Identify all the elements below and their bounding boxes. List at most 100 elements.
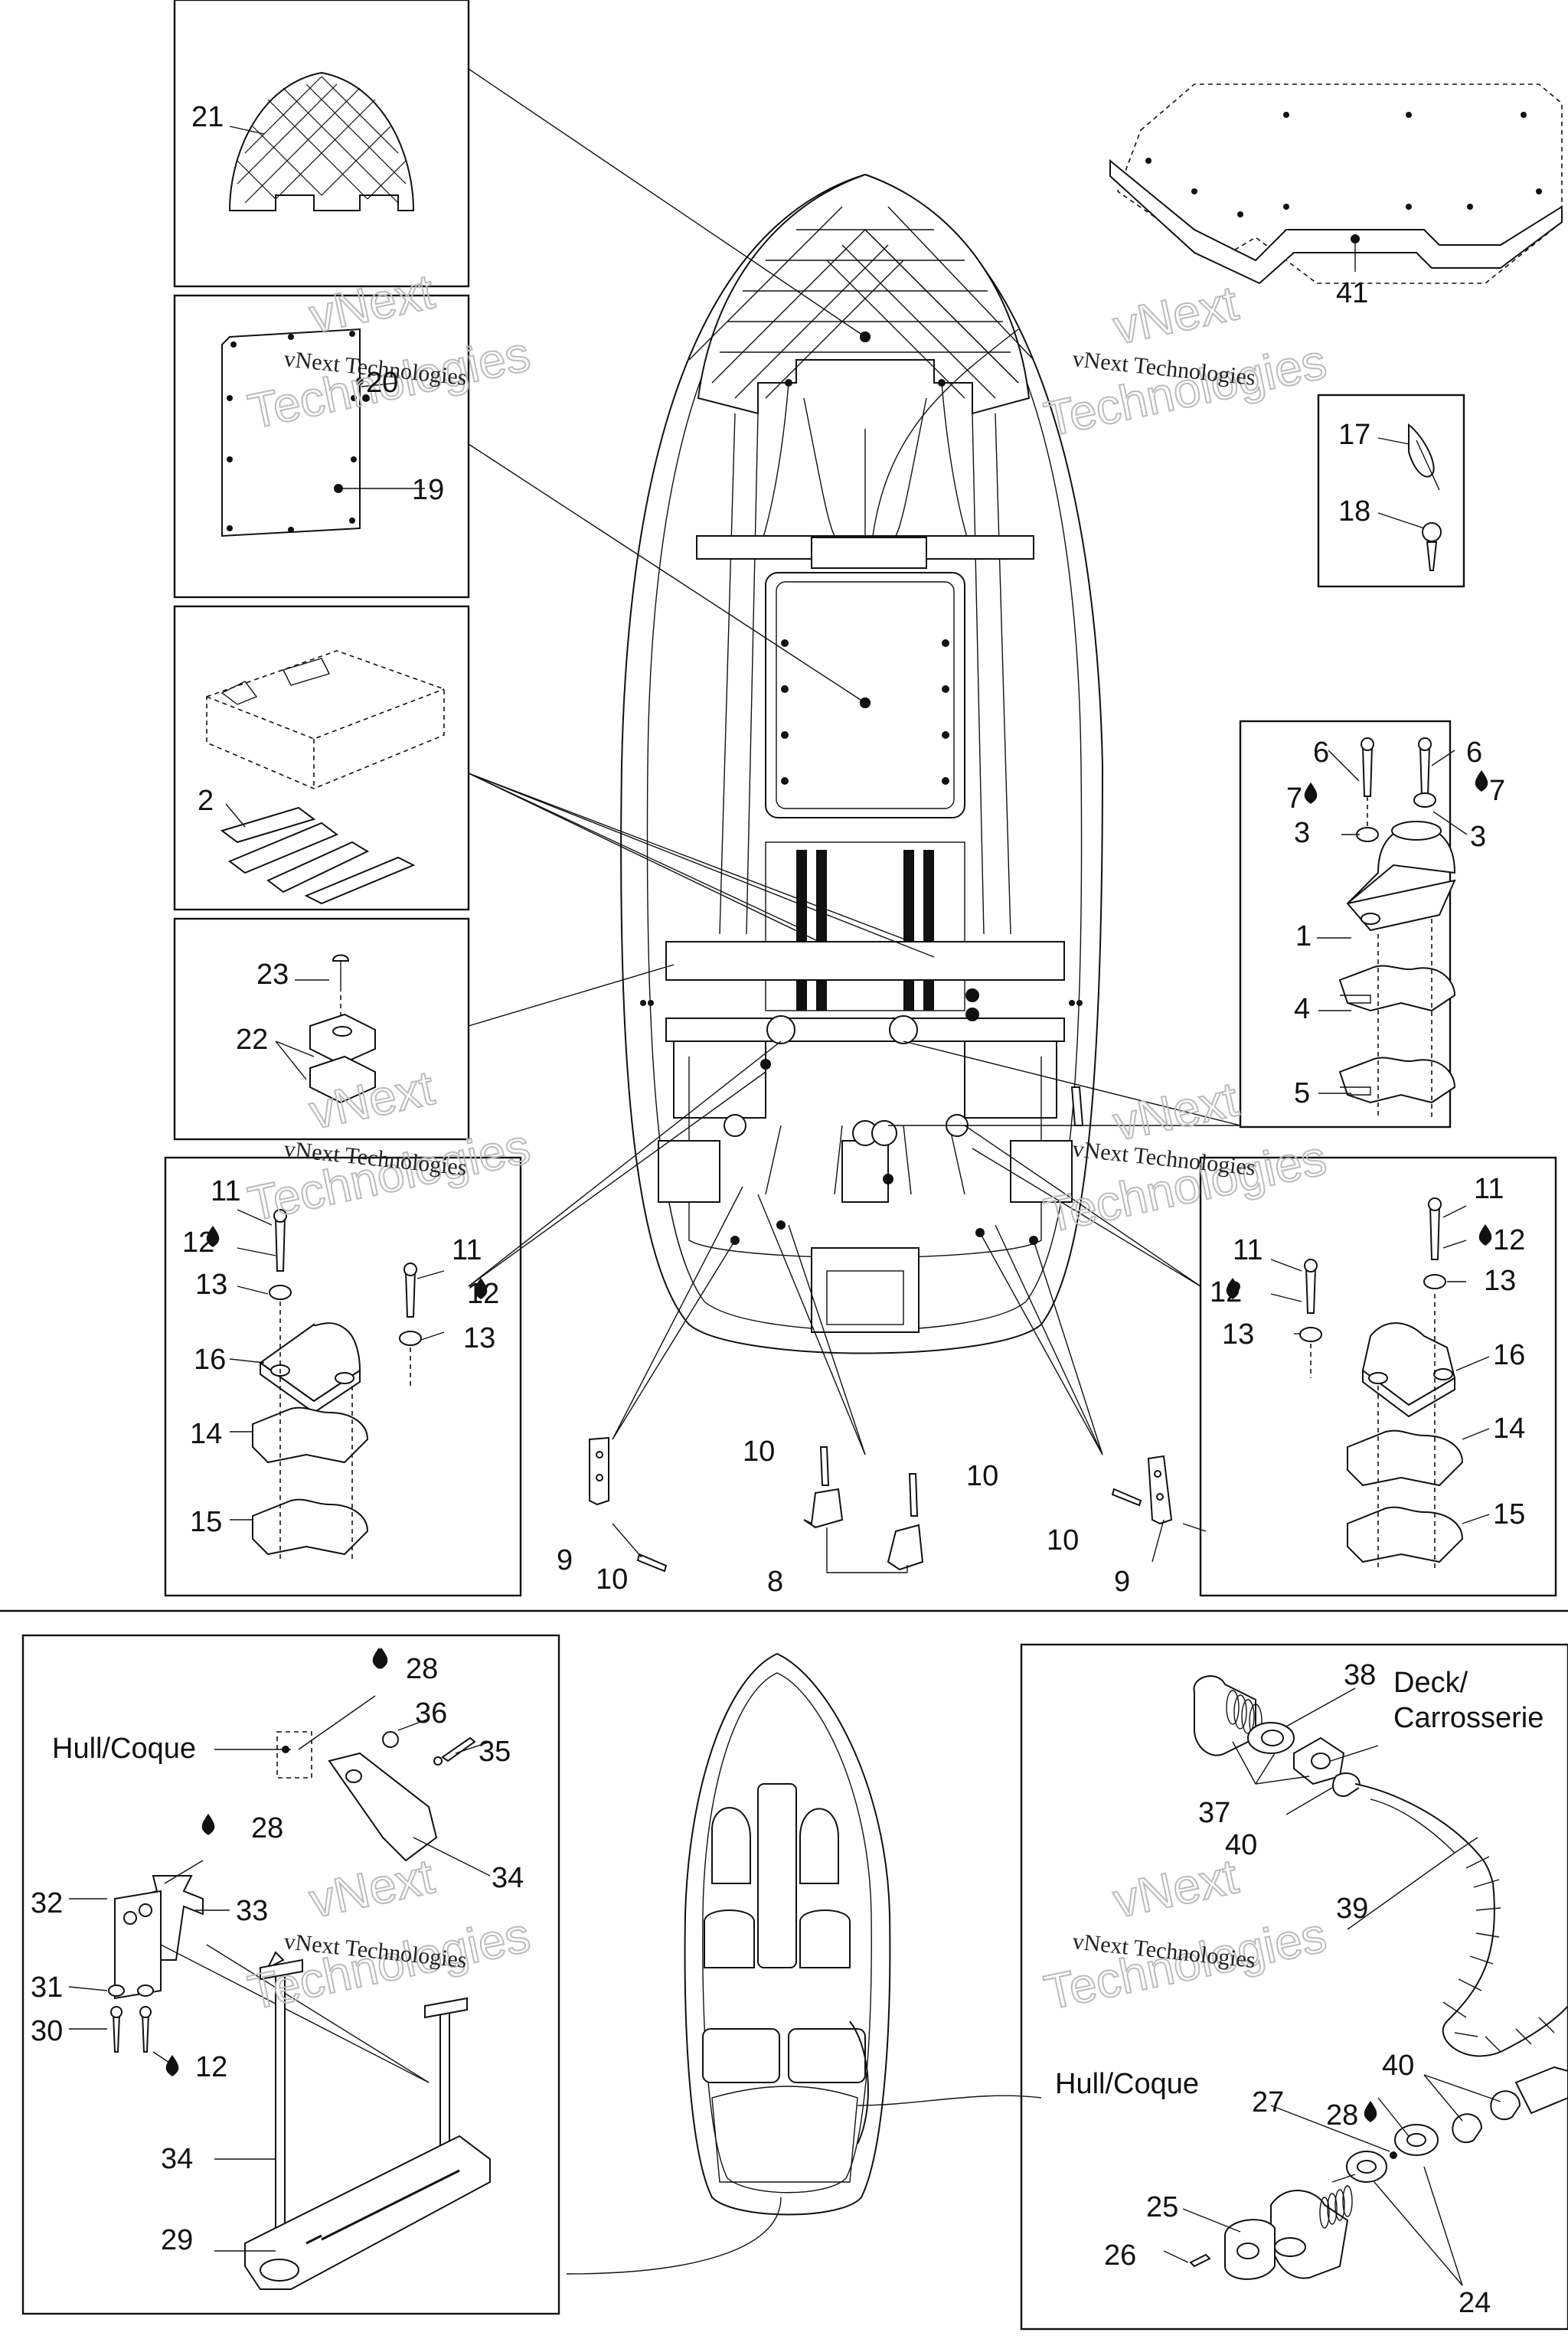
deck-label-line1: Deck/ <box>1393 1667 1468 1699</box>
hull-label-right: Hull/Coque <box>1055 2068 1199 2100</box>
hull-small-view <box>566 1652 1042 2275</box>
deck-label-line2: Carrosserie <box>1393 1702 1544 1734</box>
part-engine-mount-front <box>1317 737 1468 1118</box>
callout-c15a: 15 <box>190 1506 222 1538</box>
callout-c14a: 14 <box>190 1418 222 1450</box>
callout-c26: 26 <box>1104 2239 1136 2272</box>
callout-c32: 32 <box>31 1887 63 1919</box>
sealant-drop-icon <box>374 1648 388 1669</box>
watermark-low-right: vNext Technologies vNext Technologies <box>1039 1847 1331 2020</box>
part-clamp <box>1377 423 1442 571</box>
part-brackets <box>589 1436 1207 1573</box>
callout-c9b: 9 <box>1114 1566 1130 1598</box>
callout-c40a: 40 <box>1225 1829 1257 1861</box>
sealant-drop-icon <box>206 1226 220 1247</box>
watermark-big-9: vNext <box>305 1848 439 1928</box>
callout-c24: 24 <box>1459 2287 1491 2319</box>
callout-c11b: 11 <box>452 1234 482 1266</box>
callout-c30: 30 <box>31 2015 63 2047</box>
callout-c14b: 14 <box>1493 1413 1525 1445</box>
callout-c2: 2 <box>198 785 214 817</box>
callout-c31: 31 <box>31 1971 63 2004</box>
frame-clamp <box>1317 394 1465 588</box>
callout-c28b: 28 <box>251 1812 283 1844</box>
watermark-top: vNext Technologies vNext Technologies <box>243 263 535 439</box>
callout-c34b: 34 <box>161 2143 193 2175</box>
callout-c1: 1 <box>1295 920 1312 952</box>
part-bumper <box>275 954 376 1104</box>
frame-bow-mat <box>173 0 470 288</box>
sealant-icons <box>165 770 1492 2122</box>
callout-c37: 37 <box>1198 1797 1230 1829</box>
frame-engine-mount-front <box>1239 720 1452 1129</box>
text-labels: Hull/Coque Hull/Coque Deck/ Carrosserie <box>52 1667 1544 2100</box>
sealant-drop-icon <box>1364 2101 1377 2122</box>
part-ladder <box>68 1695 491 2290</box>
bow-mat-installed <box>697 173 1031 415</box>
callout-c22: 22 <box>236 1024 268 1056</box>
part-engine-mount-right <box>1270 1197 1490 1570</box>
callout-c11a: 11 <box>211 1175 240 1207</box>
callout-c15b: 15 <box>1493 1498 1525 1530</box>
callout-c29: 29 <box>161 2224 193 2256</box>
part-cover <box>1109 83 1563 285</box>
callout-c39: 39 <box>1336 1893 1368 1925</box>
watermark-big-3: vNext <box>1109 275 1243 354</box>
part-deck-mat <box>221 328 425 537</box>
callout-c19: 19 <box>412 474 444 506</box>
sealant-drop-icon <box>165 2055 179 2076</box>
watermark-big-11: vNext <box>1109 1848 1243 1928</box>
frame-ladder <box>21 1634 560 2315</box>
callout-c36: 36 <box>415 1697 447 1730</box>
sealant-drop-icon <box>1226 1278 1240 1299</box>
callout-c7b: 7 <box>1489 775 1505 807</box>
frame-deck-mat <box>173 294 470 599</box>
deck-mat-installed <box>765 572 965 818</box>
frame-drain-hose <box>1020 1643 1568 2331</box>
callout-c38: 38 <box>1344 1659 1376 1691</box>
callout-c28c: 28 <box>1326 2099 1358 2132</box>
installed-point-markers <box>860 332 871 708</box>
callout-c5: 5 <box>1294 1077 1310 1109</box>
callout-c10b: 10 <box>743 1436 775 1468</box>
callout-c12e: 12 <box>195 2051 227 2083</box>
callout-c3b: 3 <box>1470 821 1486 853</box>
part-engine-mount-left <box>229 1209 445 1562</box>
callout-c13b: 13 <box>463 1322 495 1354</box>
callout-c12c: 12 <box>1493 1224 1525 1256</box>
callout-c27: 27 <box>1252 2086 1284 2118</box>
callout-c13c: 13 <box>1484 1265 1516 1297</box>
callout-c6b: 6 <box>1466 737 1482 769</box>
watermark-big-1: vNext <box>305 263 439 343</box>
callout-c20: 20 <box>366 367 398 399</box>
callout-c40b: 40 <box>1382 2050 1414 2082</box>
callout-c3a: 3 <box>1294 817 1310 849</box>
callout-c23: 23 <box>256 959 289 991</box>
callout-c18: 18 <box>1338 495 1370 528</box>
sealant-drop-icon <box>474 1278 488 1299</box>
watermark-top-right: vNext Technologies vNext Technologies <box>1039 274 1331 447</box>
callout-c10d: 10 <box>1047 1524 1079 1557</box>
part-foam-blocks <box>206 650 445 905</box>
part-bow-mat <box>228 71 415 211</box>
callout-c11c: 11 <box>1474 1173 1504 1205</box>
callout-c13d: 13 <box>1222 1318 1254 1351</box>
callout-c11d: 11 <box>1233 1234 1263 1266</box>
frame-bumper <box>173 917 470 1141</box>
callout-c25: 25 <box>1146 2191 1178 2223</box>
callout-c4: 4 <box>1294 993 1310 1025</box>
callout-c41: 41 <box>1336 277 1368 309</box>
callout-c35: 35 <box>479 1736 511 1768</box>
callout-c33: 33 <box>236 1895 268 1927</box>
callout-c16b: 16 <box>1493 1339 1525 1371</box>
frame-foam-blocks <box>173 605 470 911</box>
callout-c16a: 16 <box>194 1344 226 1376</box>
callout-c13a: 13 <box>195 1269 227 1301</box>
callout-c28a: 28 <box>406 1653 438 1685</box>
callout-c21: 21 <box>191 101 224 133</box>
callout-c8: 8 <box>767 1566 783 1598</box>
sealant-drop-icon <box>201 1814 215 1835</box>
sealant-drop-icon <box>1478 1224 1492 1246</box>
